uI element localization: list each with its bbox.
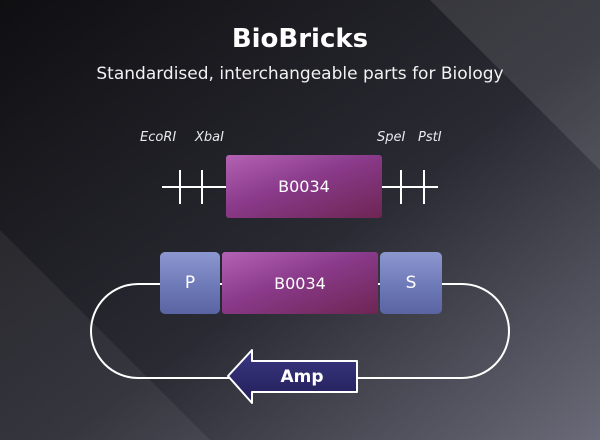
top-part-block: B0034: [226, 155, 382, 218]
top-part-label: B0034: [278, 177, 330, 196]
amp-resistance-arrow: [227, 349, 358, 404]
suffix-label: S: [405, 273, 417, 293]
plasmid-part-label: B0034: [274, 273, 326, 293]
amp-label: Amp: [280, 367, 323, 387]
ecori-site-label: EcoRI: [140, 130, 177, 145]
psti-site-label: PstI: [418, 130, 442, 145]
spei-site-label: SpeI: [377, 130, 406, 145]
restriction-site-marks: [179, 170, 425, 204]
slide-title: BioBricks: [231, 24, 369, 54]
plasmid-part-block: B0034: [222, 252, 378, 314]
prefix-label: P: [184, 273, 196, 293]
prefix-block: P: [160, 252, 220, 314]
slide-subtitle: Standardised, interchangeable parts for …: [96, 64, 504, 84]
xbai-site-label: XbaI: [195, 130, 224, 145]
suffix-block: S: [380, 252, 442, 314]
